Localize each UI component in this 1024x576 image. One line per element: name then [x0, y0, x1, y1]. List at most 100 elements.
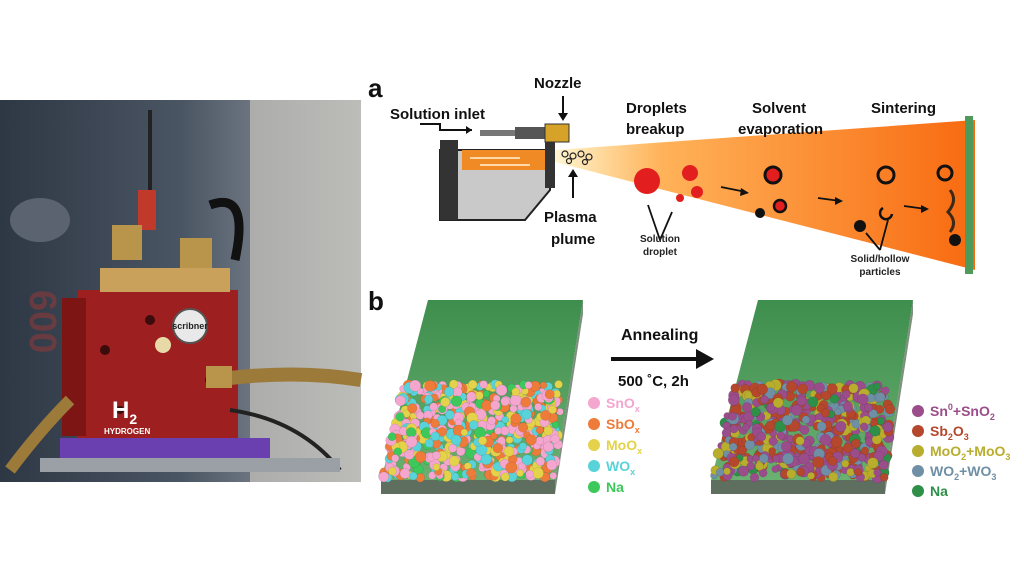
solvent-label-line2: evaporation — [738, 121, 823, 138]
solution-droplet-label-line2: droplet — [643, 247, 678, 258]
particle — [510, 413, 522, 425]
particle — [750, 406, 761, 417]
particle — [875, 391, 886, 402]
particle — [521, 454, 533, 466]
particle — [730, 383, 740, 393]
bolt-2 — [100, 345, 110, 355]
particle — [450, 472, 460, 481]
particle — [424, 394, 434, 404]
particle — [841, 459, 850, 468]
particle — [879, 472, 889, 482]
particle — [873, 468, 882, 477]
particle — [539, 381, 548, 390]
particle — [798, 453, 810, 465]
particle — [795, 436, 805, 446]
particle — [440, 397, 451, 408]
particle — [448, 455, 460, 467]
metal-stand — [40, 458, 340, 472]
particle — [830, 435, 843, 448]
panel-a: a So — [368, 73, 975, 278]
particle — [729, 442, 738, 452]
evaporating-particles — [755, 165, 788, 218]
particle — [460, 428, 469, 437]
legend-label: Na — [930, 483, 948, 499]
photo-window-light — [250, 100, 361, 482]
particle — [387, 432, 397, 442]
particle — [424, 438, 434, 448]
brass-fitting-left — [112, 225, 142, 260]
particle — [741, 423, 750, 432]
particle — [884, 404, 896, 415]
particle — [868, 409, 878, 419]
plasma-arrowhead — [568, 169, 578, 177]
solution-inlet-label: Solution inlet — [390, 106, 485, 123]
particle — [876, 417, 885, 426]
particle — [478, 436, 488, 446]
particle — [517, 462, 526, 471]
particle — [867, 457, 879, 469]
particle — [456, 447, 466, 457]
particle — [554, 380, 563, 389]
solid-hollow-label-line1: Solid/hollow — [851, 254, 910, 265]
particle — [848, 383, 859, 394]
particle — [796, 467, 806, 477]
solution-droplet-pointer — [647, 204, 673, 241]
particle — [429, 402, 438, 412]
particle — [487, 416, 497, 425]
legend-swatch — [588, 439, 600, 451]
particle — [546, 459, 558, 471]
particle — [430, 431, 441, 442]
particle — [821, 408, 831, 418]
particle-layer-after — [710, 378, 896, 484]
legend-swatch — [588, 481, 600, 493]
particle — [518, 422, 529, 433]
particle — [548, 405, 557, 415]
particle — [437, 427, 448, 437]
particle — [776, 431, 786, 441]
sintered-particles — [854, 164, 961, 246]
flow-arrowhead-2 — [835, 197, 843, 205]
particle — [395, 395, 406, 407]
particle — [842, 401, 853, 412]
particle — [535, 436, 545, 446]
particle — [424, 380, 436, 392]
torch-orange-core — [462, 150, 545, 170]
particle — [520, 397, 531, 408]
substrate-before-front — [381, 480, 555, 494]
annealing-arrowhead — [696, 349, 714, 369]
particle — [771, 465, 780, 473]
particle — [874, 404, 884, 414]
particle — [728, 456, 740, 468]
particle — [518, 442, 527, 451]
substrate-before — [378, 300, 583, 494]
panel-b-letter: b — [368, 286, 384, 316]
particle — [723, 467, 731, 476]
legend-label: SnOx — [606, 395, 640, 414]
legend-swatch — [912, 485, 924, 497]
legend-swatch — [588, 397, 600, 409]
braided-hose-left — [5, 395, 75, 474]
substrate-after-side — [885, 300, 913, 494]
legend-label: Na — [606, 479, 624, 495]
particle — [796, 395, 807, 406]
legend-swatch — [912, 425, 924, 437]
particle — [490, 400, 501, 411]
particle — [525, 434, 537, 446]
particle — [466, 391, 477, 402]
legend-label: WO2+WO3 — [930, 463, 996, 482]
particle — [881, 386, 890, 395]
plasma-label-line2: plume — [551, 231, 595, 248]
particle — [544, 389, 555, 400]
particle — [756, 383, 768, 395]
particle — [755, 461, 765, 471]
particle — [466, 467, 476, 478]
legend-swatch — [588, 460, 600, 472]
particle — [749, 472, 760, 483]
droplets-label-line2: breakup — [626, 121, 684, 138]
particle — [807, 396, 819, 408]
particle — [509, 404, 518, 413]
red-cell-side — [62, 298, 86, 436]
particle — [829, 394, 840, 404]
